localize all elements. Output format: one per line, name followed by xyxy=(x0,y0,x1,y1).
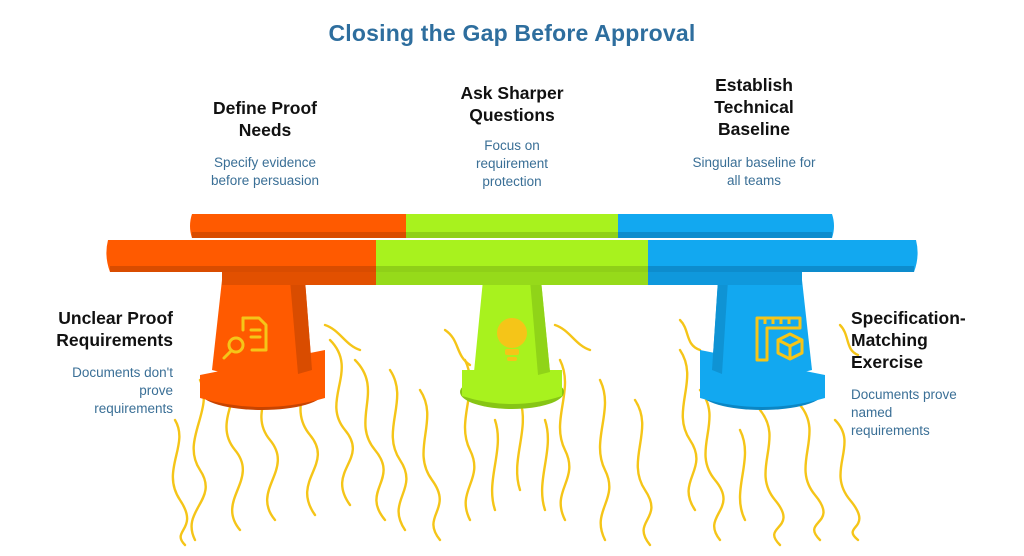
orange-slab xyxy=(106,214,407,285)
step-1-description: Specify evidence before persuasion xyxy=(210,155,320,188)
right-side-description: Documents prove named requirements xyxy=(851,387,957,438)
step-1-heading: Define Proof Needs xyxy=(212,98,318,140)
step-3-description: Singular baseline for all teams xyxy=(692,155,816,188)
blue-column xyxy=(700,280,825,410)
step-2-heading: Ask Sharper Questions xyxy=(460,83,564,125)
blue-slab xyxy=(618,214,918,285)
lightbulb-icon xyxy=(497,318,527,361)
ruler-box-icon xyxy=(755,316,804,362)
left-side-description: Documents don't prove requirements xyxy=(72,365,173,416)
document-search-icon xyxy=(222,316,268,360)
step-3-heading: Establish Technical Baseline xyxy=(714,75,794,139)
squiggle-lines xyxy=(171,318,861,547)
left-side-heading: Unclear Proof Requirements xyxy=(56,308,173,350)
step-2-description: Focus on requirement protection xyxy=(475,138,549,189)
green-slab xyxy=(376,214,648,285)
orange-column xyxy=(200,280,325,410)
right-side-heading: Specification- Matching Exercise xyxy=(851,308,966,372)
diagram-title: Closing the Gap Before Approval xyxy=(328,20,696,46)
